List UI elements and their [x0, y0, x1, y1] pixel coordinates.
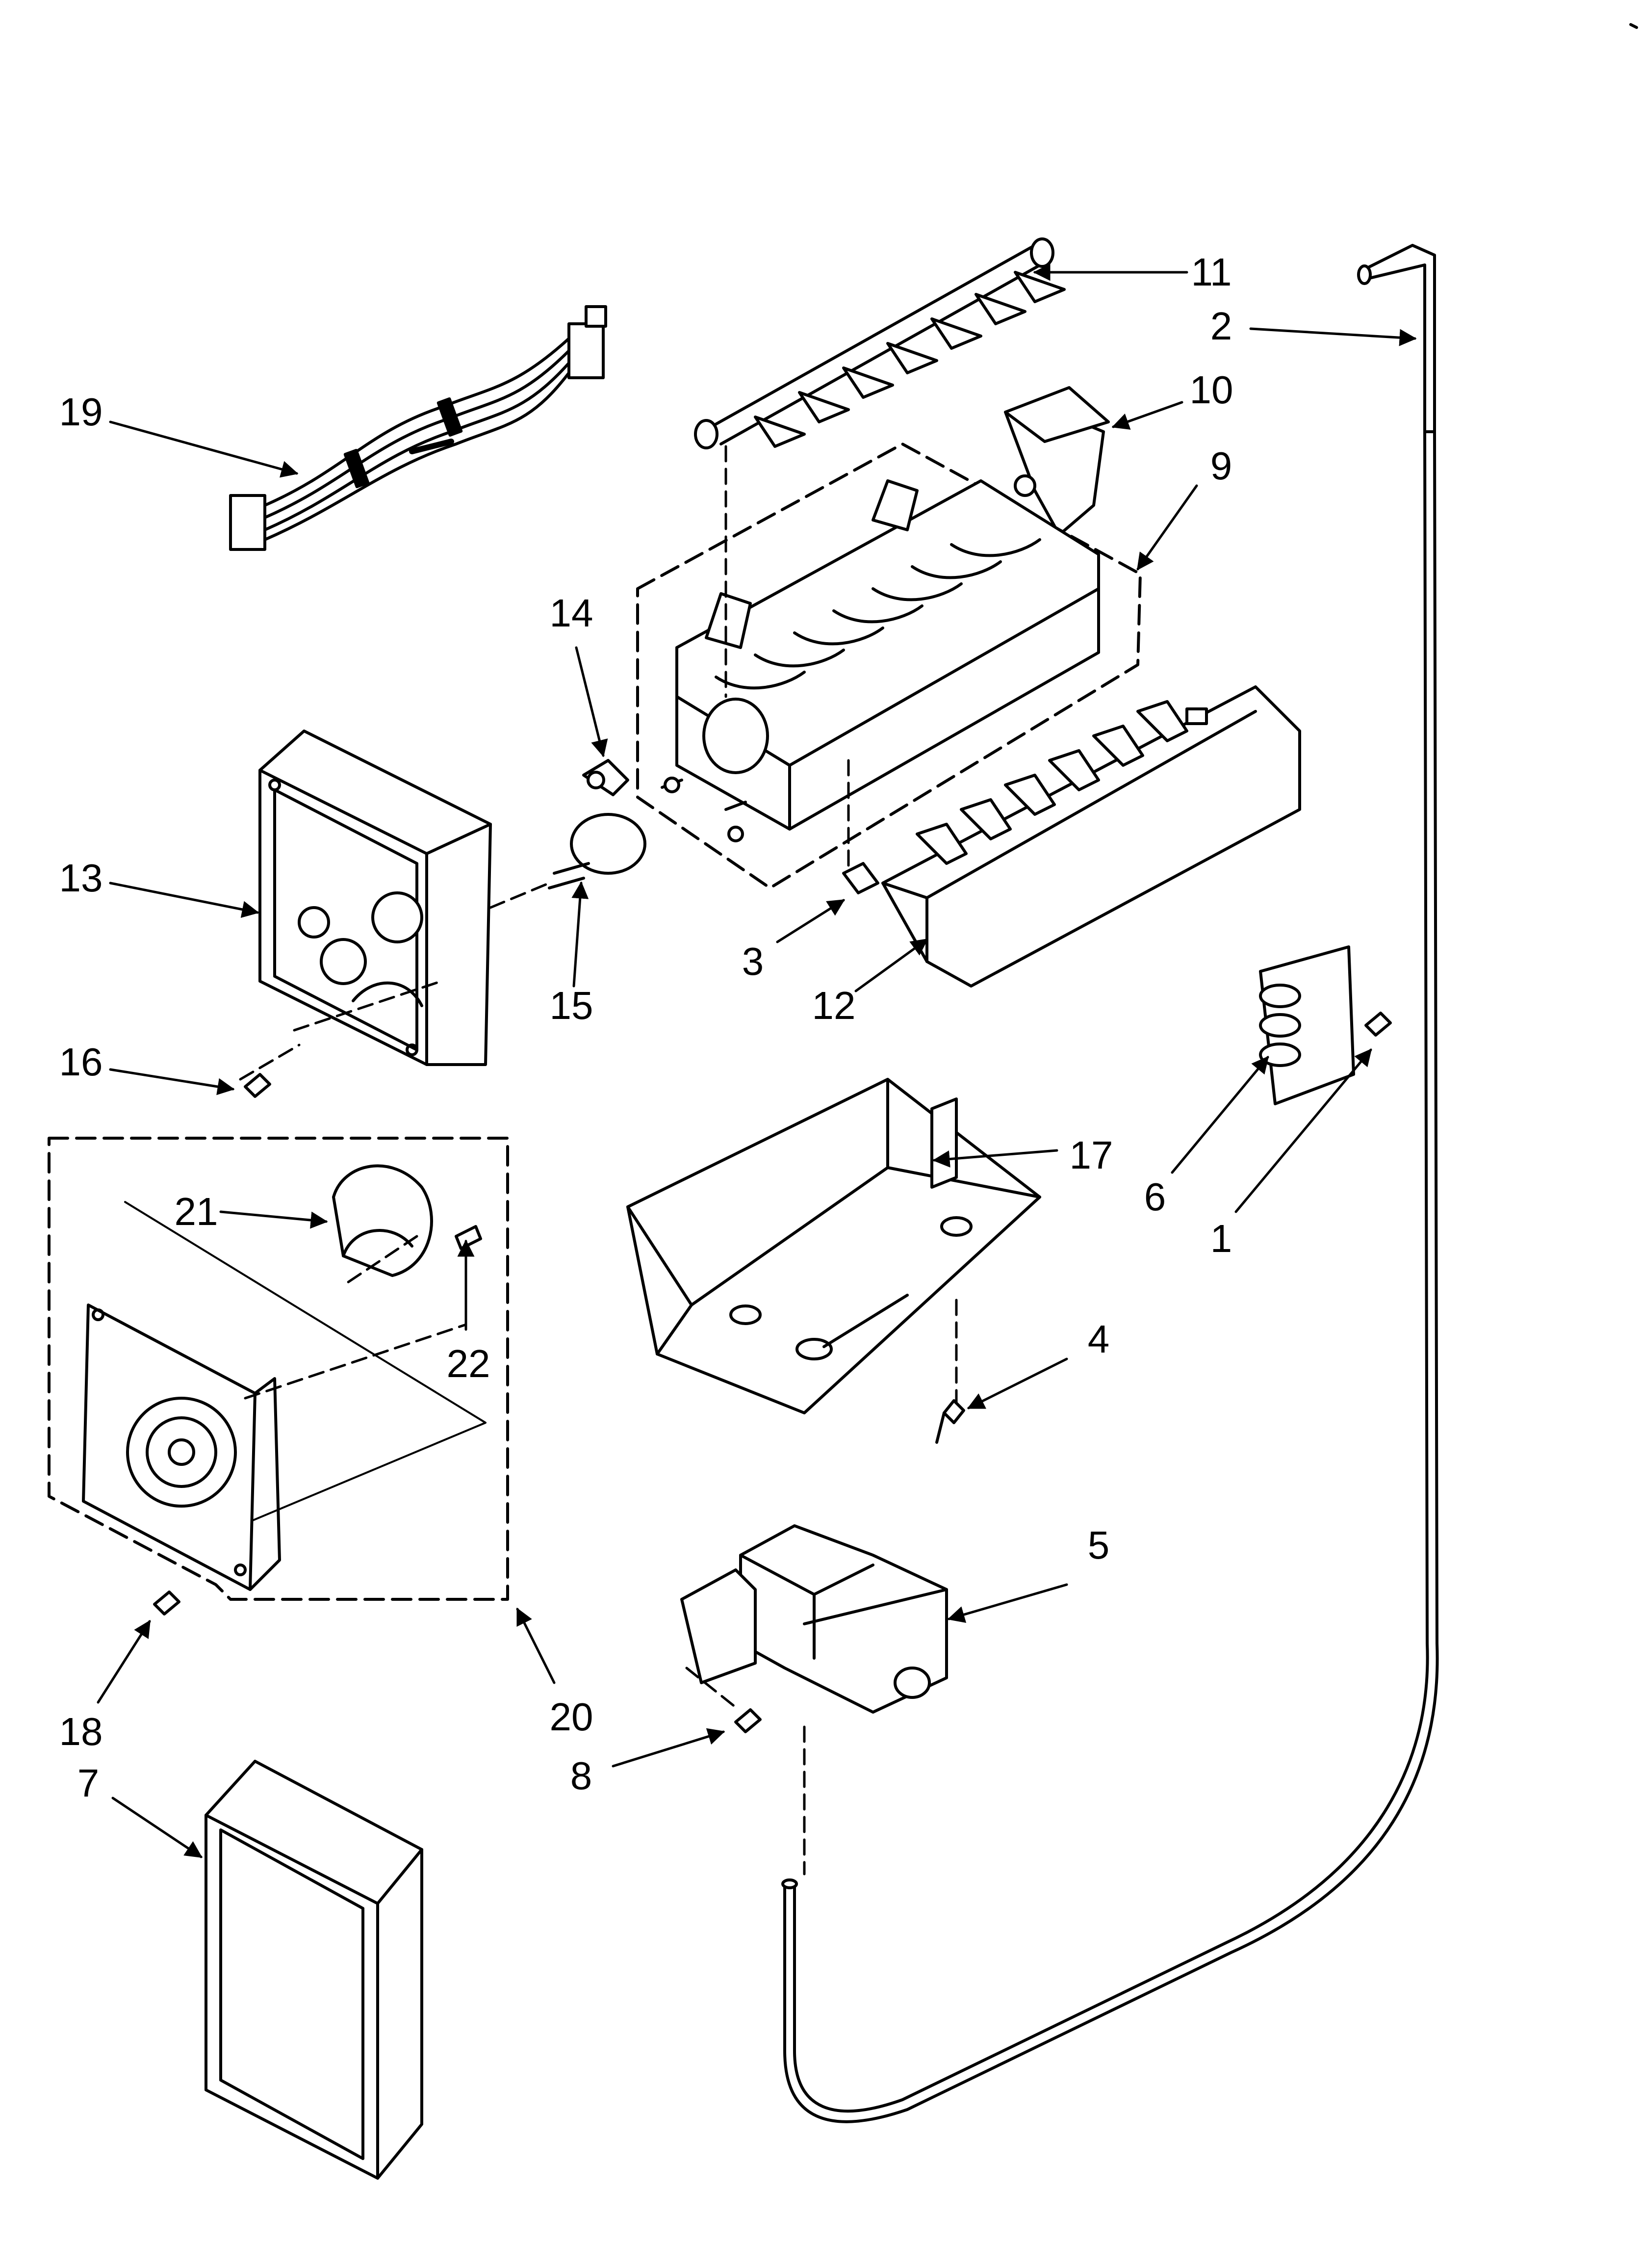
callout-18: 18	[59, 1710, 103, 1753]
callout-14: 14	[549, 591, 593, 635]
stripper-part	[881, 685, 1301, 988]
callout-3: 3	[742, 939, 764, 983]
callout-8: 8	[570, 1754, 592, 1798]
leader-7	[111, 1797, 203, 1858]
callout-13: 13	[59, 856, 103, 900]
leader-3	[776, 899, 845, 943]
fill-tube-part	[781, 244, 1439, 2123]
callout-6: 6	[1144, 1175, 1166, 1219]
callout-20: 20	[549, 1695, 593, 1739]
leader-1	[1234, 1048, 1372, 1213]
callout-1: 1	[1210, 1217, 1232, 1260]
leader-14	[575, 646, 608, 757]
leader-2	[1249, 327, 1417, 346]
small-clip-part	[842, 862, 879, 894]
water-valve-part	[680, 1524, 948, 1714]
callout-11: 11	[1191, 250, 1232, 294]
leader-9	[1136, 484, 1198, 571]
callout-16: 16	[59, 1040, 103, 1084]
mold-assembly-part	[636, 443, 1142, 889]
water-inlet-cup-part	[1004, 386, 1110, 536]
callout-15: 15	[549, 984, 593, 1027]
leader-12	[854, 938, 928, 992]
callout-7: 7	[77, 1761, 100, 1805]
callout-19: 19	[59, 390, 103, 434]
callout-12: 12	[812, 984, 856, 1027]
callout-9: 9	[1210, 444, 1232, 488]
leader-13	[109, 882, 259, 918]
leader-19	[109, 420, 299, 478]
leader-8	[612, 1728, 725, 1768]
leader-6	[1171, 1056, 1269, 1174]
corner-mark	[1629, 23, 1638, 29]
leader-18	[97, 1620, 151, 1704]
leader-17	[932, 1149, 1058, 1168]
leader-4	[967, 1357, 1068, 1409]
leader-5	[947, 1583, 1068, 1623]
leader-20	[516, 1607, 556, 1684]
leader-arrows	[97, 263, 1417, 1858]
clamp-part	[1259, 945, 1355, 1105]
callout-2: 2	[1210, 304, 1232, 348]
cover-part	[205, 1760, 423, 2180]
module-assembly-part	[48, 1137, 509, 1601]
callout-5: 5	[1087, 1523, 1110, 1567]
thermostat-part	[548, 813, 646, 889]
guide-lines	[239, 445, 958, 1876]
callout-10: 10	[1189, 368, 1233, 412]
callout-17: 17	[1069, 1133, 1113, 1177]
leader-15	[571, 881, 589, 988]
callout-4: 4	[1087, 1317, 1110, 1361]
callout-22: 22	[446, 1342, 490, 1385]
ice-bin-tray-part	[626, 1078, 1041, 1414]
leader-21	[219, 1210, 328, 1229]
leader-16	[109, 1068, 235, 1095]
leader-10	[1111, 401, 1183, 430]
motor-part	[332, 1164, 433, 1277]
callout-21: 21	[174, 1190, 218, 1233]
ejector-blade-part	[694, 237, 1066, 449]
screw-parts	[153, 1012, 1392, 1733]
thermostat-clip-part	[582, 759, 629, 796]
wire-harness-part	[229, 305, 607, 551]
control-housing-part	[258, 730, 492, 1066]
